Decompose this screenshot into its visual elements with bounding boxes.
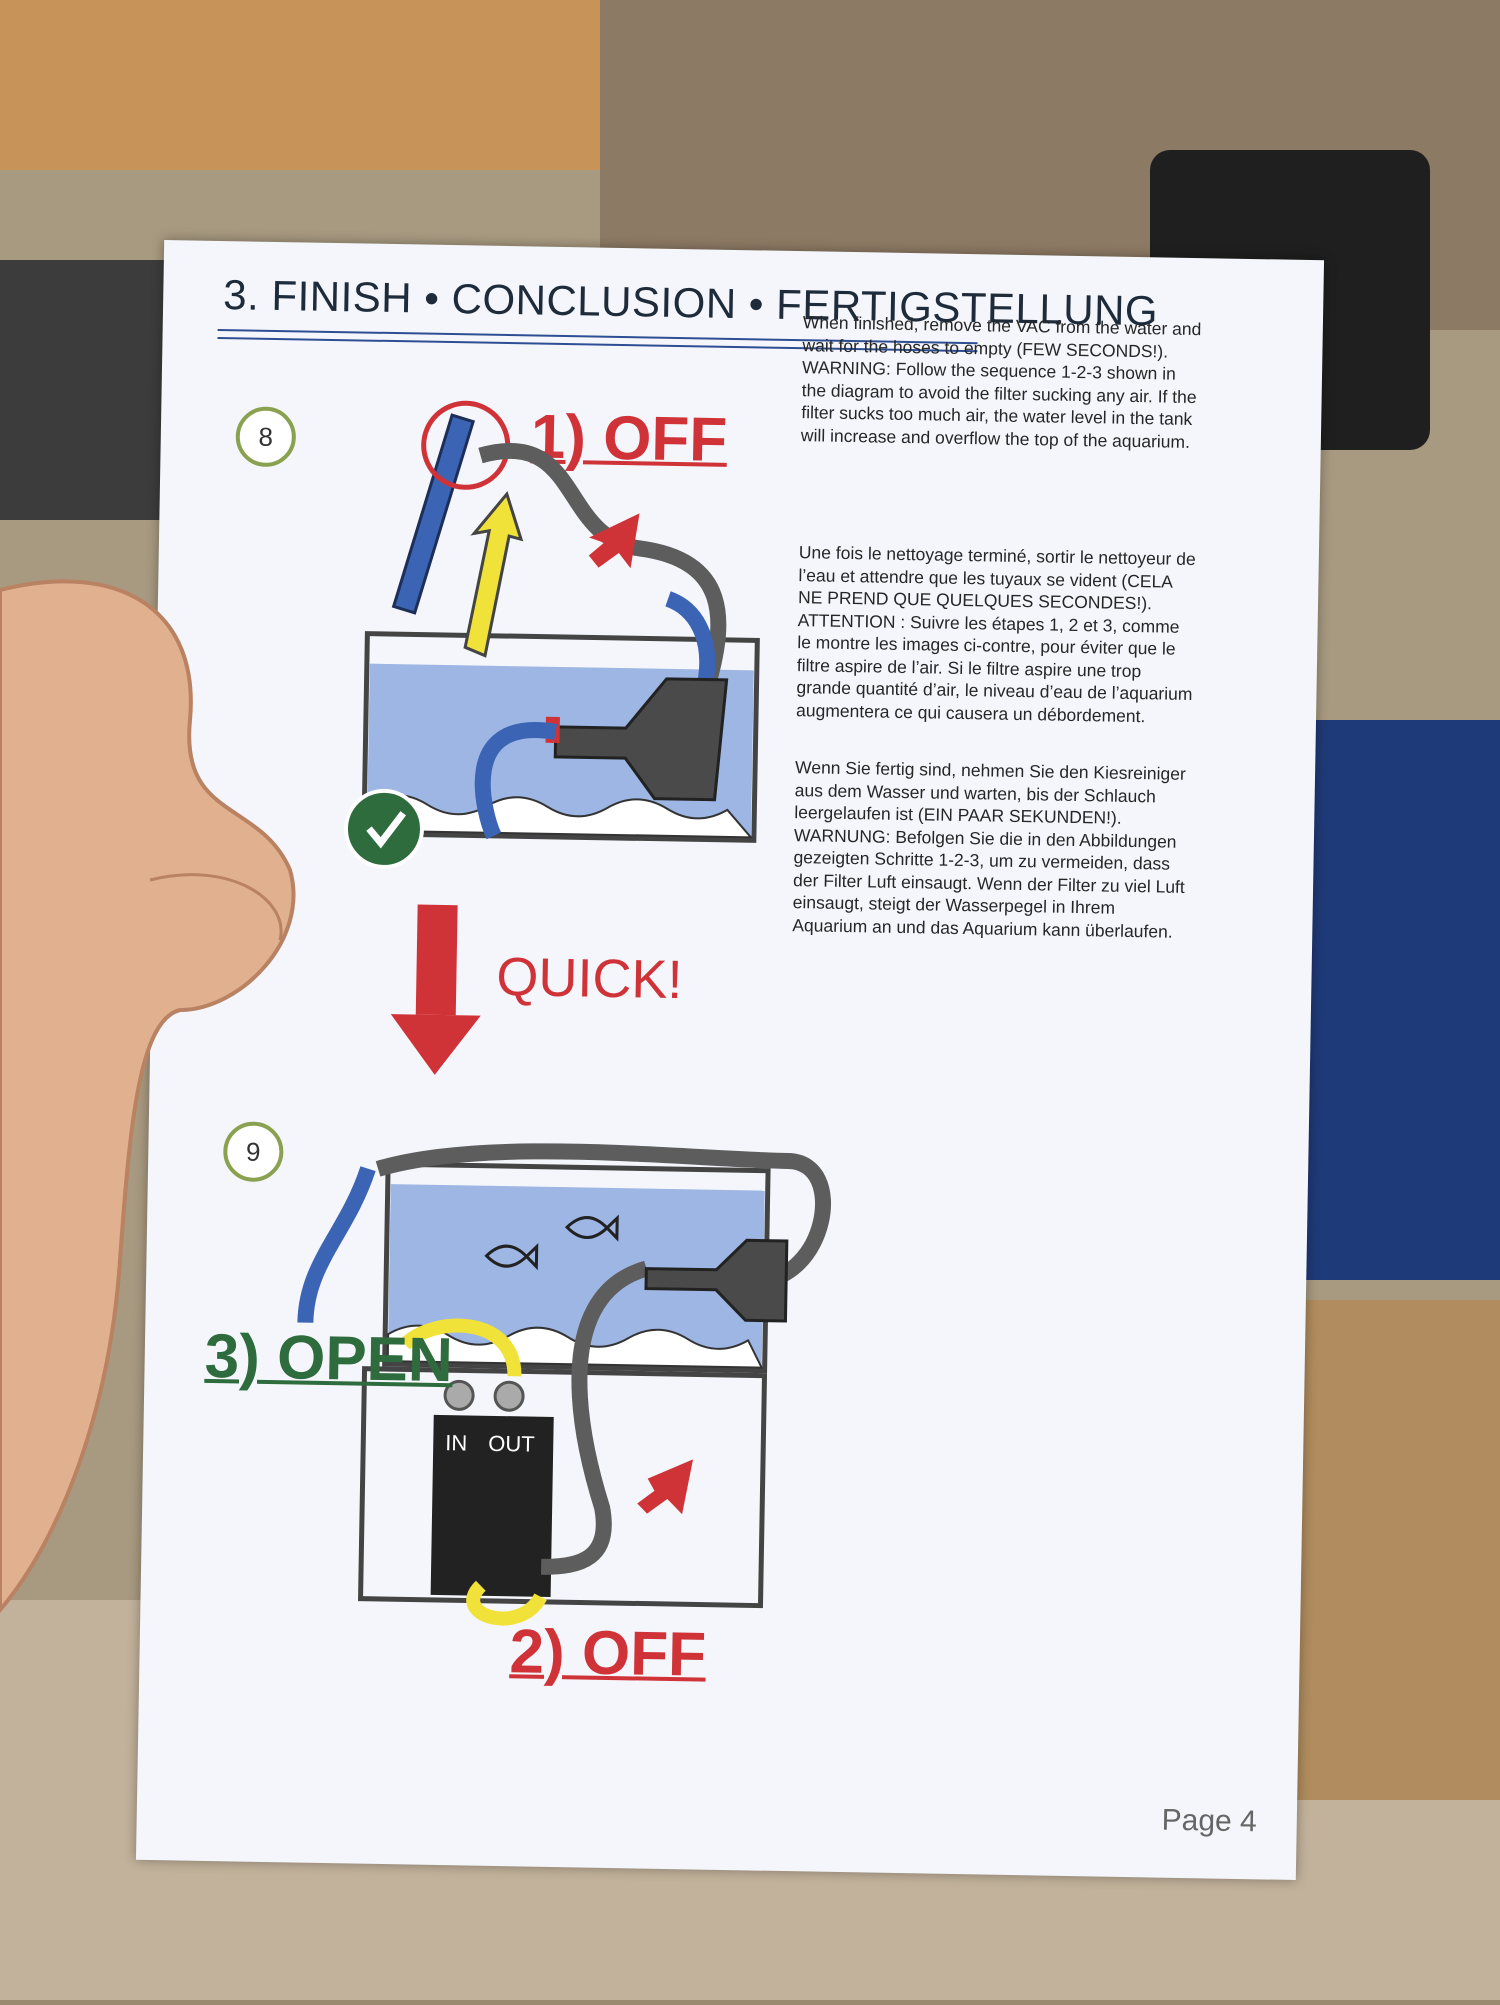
quick-down-arrow [390,904,481,1075]
in-label: IN [445,1430,467,1455]
canister-filter [430,1414,554,1597]
out-label: OUT [488,1431,535,1457]
hose-pointer-arrow [588,513,640,569]
filter-intake [553,677,729,802]
open-arrow [400,1318,522,1377]
instructions-english: When finished, remove the VAC from the w… [800,312,1202,452]
step-9-diagram: IN OUT [297,1143,831,1626]
siphon-hose-2 [375,1143,831,1289]
instruction-sheet: 3. FINISH • CONCLUSION • FERTIGSTELLUNG … [135,240,1325,1880]
aquarium-tank [361,631,760,843]
page-number: Page 4 [1161,1803,1258,1839]
step-8-diagram [343,400,760,869]
in-valve [443,1379,475,1411]
quick-label: QUICK! [495,946,683,1011]
out-valve [493,1380,525,1412]
wooden-shelf [0,0,700,170]
instructions-german: Wenn Sie fertig sind, nehmen Sie den Kie… [792,757,1186,942]
check-mark-icon [343,788,424,869]
hose-pointer-arrow-2 [637,1459,694,1515]
fish-icon-2 [564,1214,619,1242]
lift-arrow [463,490,524,658]
aquarium-gravel [365,794,754,839]
gravel-vac-tube-2 [297,1166,376,1323]
gravel-vac-tube [391,413,476,615]
step-2-off-label: 2) OFF [509,1617,707,1690]
aquarium-cabinet [358,1366,768,1609]
hand-holding-paper [0,579,296,1614]
instructions-french: Une fois le nettoyage terminé, sortir le… [795,542,1196,726]
fish-icon [484,1243,539,1271]
close-arrow [466,1580,547,1626]
